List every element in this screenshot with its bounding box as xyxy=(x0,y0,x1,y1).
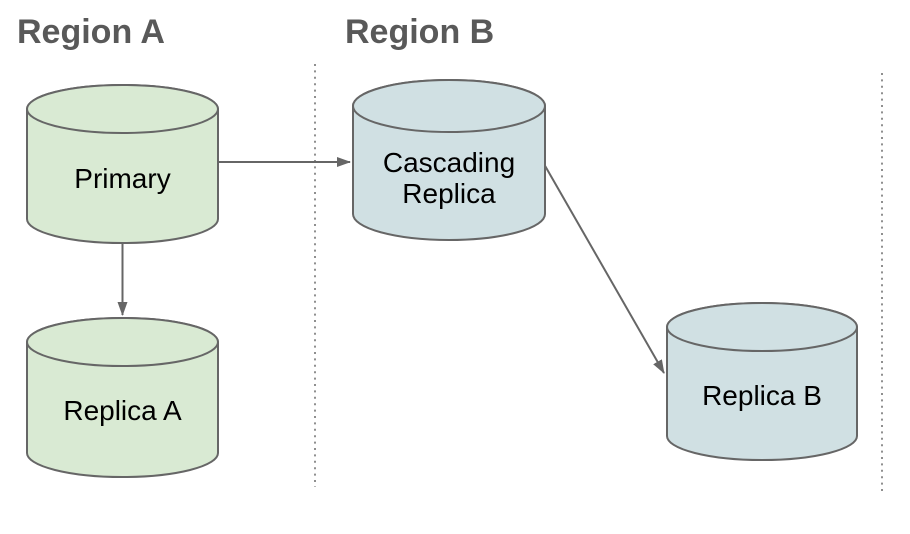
cylinder-top xyxy=(666,302,858,352)
node-label-replica-a: Replica A xyxy=(63,395,182,426)
cylinder-top xyxy=(352,79,546,133)
region-b-title: Region B xyxy=(345,13,494,51)
cylinder-top xyxy=(26,317,219,367)
node-label-replica-b: Replica B xyxy=(702,380,822,411)
region-a-title: Region A xyxy=(17,13,165,51)
node-label-primary: Primary xyxy=(74,163,170,194)
cylinder-top xyxy=(26,84,219,134)
node-label-cascading-replica-line2: Replica xyxy=(402,178,496,209)
edge-cascading-replica-to-replica-b xyxy=(543,163,665,374)
node-replica-b: Replica B xyxy=(666,302,858,461)
node-cascading-replica: Cascading Replica xyxy=(352,79,546,241)
node-replica-a: Replica A xyxy=(26,317,219,478)
node-primary: Primary xyxy=(26,84,219,244)
node-label-cascading-replica-line1: Cascading xyxy=(383,147,515,178)
